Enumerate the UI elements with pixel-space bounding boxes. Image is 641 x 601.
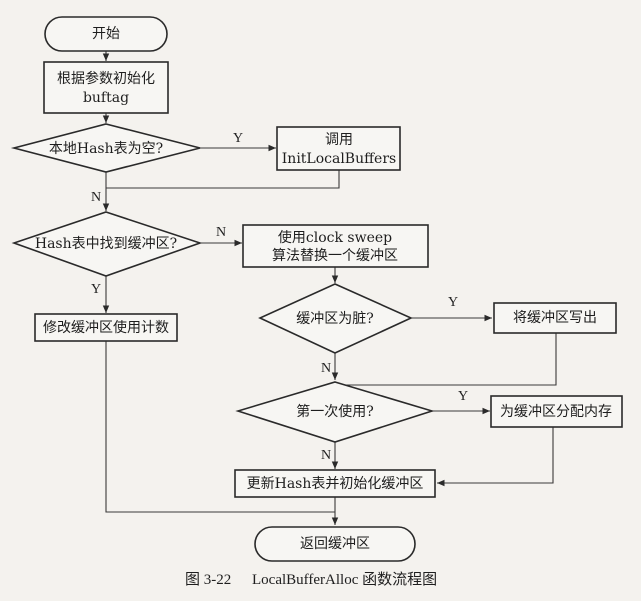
decision-found-in-hash: Hash表中找到缓冲区?	[11, 211, 203, 277]
no-label: N	[321, 448, 331, 463]
decision-first-use-label: 第一次使用?	[296, 403, 374, 420]
no-label: N	[321, 361, 331, 376]
no-label: N	[91, 190, 101, 205]
write-out-label: 将缓冲区写出	[513, 310, 597, 326]
figure-number: 图 3-22	[185, 571, 231, 588]
figure-title: LocalBufferAlloc 函数流程图	[252, 571, 437, 588]
yes-label: Y	[91, 282, 101, 297]
init-label-line1: 根据参数初始化	[57, 70, 155, 87]
yes-label: Y	[233, 131, 243, 146]
decision-dirty: 缓冲区为脏?	[258, 283, 413, 354]
connector-lines	[102, 51, 557, 525]
return-label: 返回缓冲区	[300, 536, 370, 552]
decision-dirty-label: 缓冲区为脏?	[296, 311, 374, 327]
modify-count-label: 修改缓冲区使用计数	[43, 319, 169, 336]
decision-hash-empty: 本地Hash表为空?	[10, 123, 201, 173]
no-label: N	[216, 225, 226, 240]
call-label-line1: 调用	[325, 132, 353, 148]
update-hash-box: 更新Hash表并初始化缓冲区	[234, 469, 436, 498]
decision-found-label: Hash表中找到缓冲区?	[35, 236, 177, 252]
init-label-line2: buftag	[83, 90, 129, 106]
return-terminal: 返回缓冲区	[254, 526, 416, 562]
decision-first-use: 第一次使用?	[235, 381, 435, 443]
yes-label: Y	[458, 389, 468, 404]
write-out-box: 将缓冲区写出	[493, 302, 617, 334]
update-hash-label: 更新Hash表并初始化缓冲区	[247, 475, 424, 492]
yes-label: Y	[448, 295, 458, 310]
clock-label-line2: 算法替换一个缓冲区	[272, 247, 398, 264]
start-terminal: 开始	[44, 16, 168, 52]
allocate-memory-box: 为缓冲区分配内存	[490, 395, 623, 428]
init-buftag-box: 根据参数初始化 buftag	[43, 61, 169, 114]
decision-hash-empty-label: 本地Hash表为空?	[49, 141, 163, 157]
init-local-buffers-box: 调用 InitLocalBuffers	[276, 126, 401, 171]
clock-label-line1: 使用clock sweep	[278, 229, 392, 246]
allocate-memory-label: 为缓冲区分配内存	[500, 404, 612, 420]
call-label-line2: InitLocalBuffers	[282, 151, 396, 167]
clock-sweep-box: 使用clock sweep 算法替换一个缓冲区	[242, 224, 429, 268]
start-label: 开始	[92, 26, 120, 42]
modify-usage-count-box: 修改缓冲区使用计数	[34, 313, 178, 342]
